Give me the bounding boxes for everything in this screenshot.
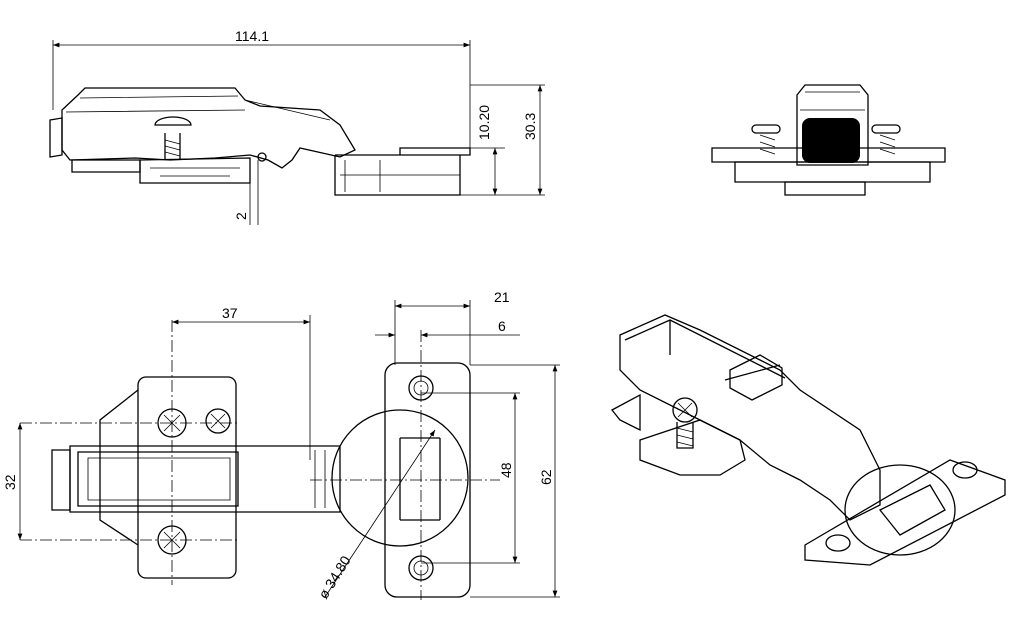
dim-total-height: 30.3	[522, 113, 538, 140]
dim-hole-spacing-cup: 48	[498, 462, 514, 478]
dim-overall-length: 114.1	[235, 28, 269, 44]
dim-cup-distance: 37	[222, 305, 238, 321]
dim-arm-height: 10.20	[476, 105, 492, 140]
side-view	[49, 40, 545, 225]
dim-edge-offset: 6	[498, 318, 506, 334]
dim-cup-diameter: ø 34.80	[315, 553, 354, 602]
dim-plate-offset: 2	[233, 212, 249, 220]
front-view	[711, 84, 946, 196]
dim-cup-plate-length: 62	[538, 469, 554, 485]
dim-plate-depth: 21	[494, 289, 510, 305]
dim-hole-spacing-plate: 32	[2, 474, 18, 490]
isometric-view	[611, 314, 1006, 566]
top-view	[17, 300, 560, 600]
